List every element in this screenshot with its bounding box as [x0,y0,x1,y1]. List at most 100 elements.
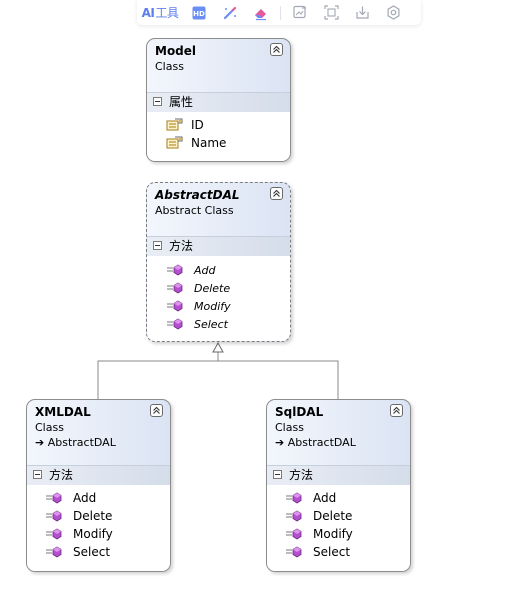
inheritance-arrowhead [212,341,224,353]
property-item[interactable]: ID [166,116,204,134]
property-icon [166,118,183,131]
eraser-icon [254,8,266,20]
method-icon [286,492,302,504]
class-body: 方法 Add Delete Modify Select [27,465,170,571]
inheritance-line-sqldal [218,360,339,399]
method-item[interactable]: Select [285,543,350,561]
method-icon [286,510,302,522]
method-icon [167,264,183,276]
magic-pen-button[interactable] [214,0,245,25]
section-toggle[interactable] [273,470,282,479]
settings-button[interactable] [378,0,409,25]
method-name: Select [73,545,111,559]
method-icon [46,510,62,522]
method-icon [46,528,62,540]
section-header: 方法 [267,466,410,485]
chevron-up-double-icon [273,189,280,197]
class-name: AbstractDAL [155,188,240,202]
svg-text:HD: HD [193,10,205,18]
method-name: Select [194,317,228,331]
class-body: 方法 Add Delete Modify Select [147,236,290,341]
method-item[interactable]: Modify [166,297,231,315]
method-icon [46,492,62,504]
method-item[interactable]: Select [45,543,110,561]
method-item[interactable]: Modify [285,525,353,543]
class-kind: Class [35,421,64,434]
base-class-name: AbstractDAL [47,436,116,449]
method-icon [286,546,302,558]
class-kind: Class [275,421,304,434]
inherits-arrow-icon: ➔ [35,436,45,449]
property-item[interactable]: Name [166,134,226,152]
class-sqldal[interactable]: SqlDAL Class ➔ AbstractDAL 方法 Add Delete… [266,399,411,572]
hd-image-button[interactable]: HD [183,0,214,25]
method-name: Select [313,545,351,559]
method-name: Modify [73,527,113,541]
section-label: 方法 [49,468,74,482]
method-name: Modify [313,527,353,541]
inheritance-line-xmldal [97,360,218,399]
class-model[interactable]: Model Class 属性 ID [146,38,291,162]
ai-tools-label: AI [141,5,155,20]
ai-tools-label-suffix: 工具 [155,6,179,20]
method-icon [167,318,183,330]
method-item[interactable]: Delete [285,507,352,525]
method-item[interactable]: Select [166,315,228,333]
method-item[interactable]: Add [45,489,96,507]
crop-button[interactable] [316,0,347,25]
eraser-button[interactable] [245,0,276,25]
chevron-up-double-icon [273,45,280,53]
class-name: XMLDAL [35,405,91,419]
download-button[interactable] [347,0,378,25]
base-class-name: AbstractDAL [287,436,356,449]
method-name: Add [313,491,337,505]
method-item[interactable]: Modify [45,525,113,543]
base-class: ➔ AbstractDAL [35,436,116,450]
edit-image-button[interactable] [285,0,316,25]
class-abstractdal[interactable]: AbstractDAL Abstract Class 方法 Add Delete… [146,182,291,342]
download-icon [356,6,369,19]
method-name: Delete [194,281,231,295]
section-header: 方法 [27,466,170,485]
method-item[interactable]: Add [166,261,216,279]
class-xmldal[interactable]: XMLDAL Class ➔ AbstractDAL 方法 Add Delete… [26,399,171,572]
method-name: Delete [313,509,353,523]
section-header: 属性 [147,93,290,112]
inherits-arrow-icon: ➔ [275,436,285,449]
collapse-button[interactable] [270,187,283,200]
toolbar-divider [280,5,281,20]
section-toggle[interactable] [153,97,162,106]
property-icon [166,136,183,149]
section-label: 属性 [169,95,194,109]
edit-image-icon [293,5,306,19]
crop-icon [324,5,339,20]
method-item[interactable]: Delete [45,507,112,525]
collapse-button[interactable] [270,43,283,56]
section-toggle[interactable] [153,241,162,250]
section-label: 方法 [169,239,194,253]
method-icon [46,546,62,558]
method-name: Delete [73,509,113,523]
method-icon [167,300,183,312]
class-kind: Class [155,60,184,73]
property-name: ID [191,118,204,132]
magic-pen-icon [223,6,236,19]
method-item[interactable]: Delete [166,279,230,297]
collapse-button[interactable] [150,404,163,417]
method-name: Modify [194,299,231,313]
hd-image-icon: HD [192,6,205,19]
class-name: SqlDAL [275,405,324,419]
section-toggle[interactable] [33,470,42,479]
class-name: Model [155,44,197,58]
method-icon [167,282,183,294]
collapse-button[interactable] [390,404,403,417]
class-body: 方法 Add Delete Modify Select [267,465,410,571]
method-item[interactable]: Add [285,489,336,507]
class-kind: Abstract Class [155,204,234,217]
section-label: 方法 [289,468,314,482]
section-header: 方法 [147,237,290,256]
method-name: Add [73,491,97,505]
